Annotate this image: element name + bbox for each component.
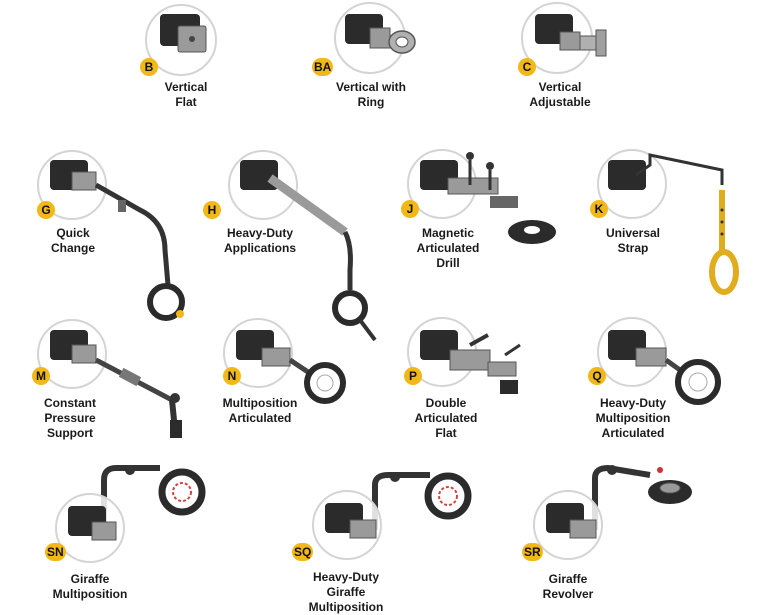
badge-k: K [590, 200, 608, 218]
badge-n: N [223, 367, 241, 385]
label-ba: Vertical with Ring [335, 80, 407, 109]
badge-sq: SQ [292, 543, 314, 561]
badge-g: G [37, 201, 55, 219]
badge-c: C [518, 58, 536, 76]
badge-m: M [32, 367, 50, 385]
label-n: Multiposition Articulated [222, 396, 298, 425]
badge-b: B [140, 58, 158, 76]
badge-p: P [404, 367, 422, 385]
badge-q: Q [588, 367, 606, 385]
label-c: Vertical Adjustable [529, 80, 591, 109]
label-q: Heavy-Duty Multiposition Articulated [595, 396, 671, 440]
label-sn: Giraffe Multiposition [52, 572, 128, 601]
label-j: Magnetic Articulated Drill [416, 226, 480, 270]
label-p: Double Articulated Flat [414, 396, 478, 440]
badge-sr: SR [522, 543, 543, 561]
label-g: Quick Change [50, 226, 96, 255]
label-b: Vertical Flat [164, 80, 208, 109]
label-sr: Giraffe Revolver [542, 572, 594, 601]
badge-ba: BA [312, 58, 334, 76]
label-sq: Heavy-Duty Giraffe Multiposition [308, 570, 384, 614]
label-k: Universal Strap [605, 226, 661, 255]
badge-j: J [401, 200, 419, 218]
label-h: Heavy-Duty Applications [223, 226, 297, 255]
badge-h: H [203, 201, 221, 219]
badge-sn: SN [45, 543, 66, 561]
label-m: Constant Pressure Support [44, 396, 96, 440]
